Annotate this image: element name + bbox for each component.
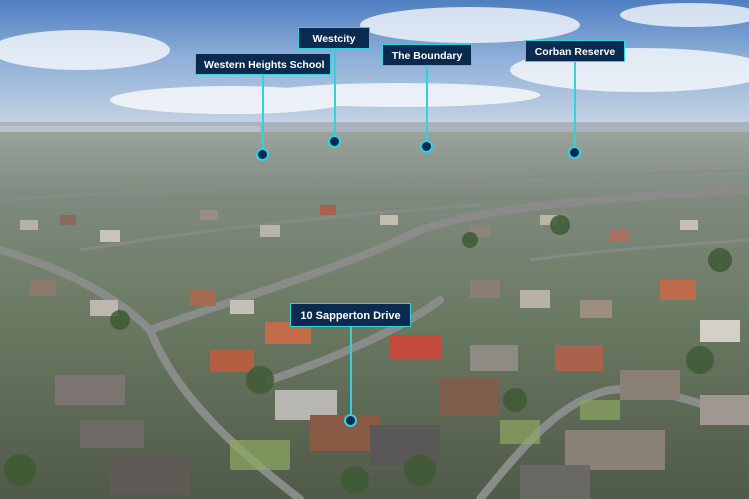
marker-pin-corban-reserve — [568, 146, 581, 159]
marker-label-westcity: Westcity — [298, 27, 370, 49]
marker-label-sapperton-drive: 10 Sapperton Drive — [290, 303, 411, 327]
marker-label-the-boundary: The Boundary — [382, 44, 472, 66]
marker-stem-the-boundary — [426, 66, 428, 141]
marker-stem-sapperton-drive — [350, 327, 352, 415]
marker-pin-western-heights-school — [256, 148, 269, 161]
marker-stem-western-heights-school — [262, 75, 264, 149]
marker-pin-the-boundary — [420, 140, 433, 153]
marker-label-corban-reserve: Corban Reserve — [525, 40, 625, 62]
marker-stem-westcity — [334, 49, 336, 136]
marker-pin-westcity — [328, 135, 341, 148]
marker-stem-corban-reserve — [574, 62, 576, 147]
marker-pin-sapperton-drive — [344, 414, 357, 427]
marker-label-western-heights-school: Western Heights School — [195, 53, 331, 75]
